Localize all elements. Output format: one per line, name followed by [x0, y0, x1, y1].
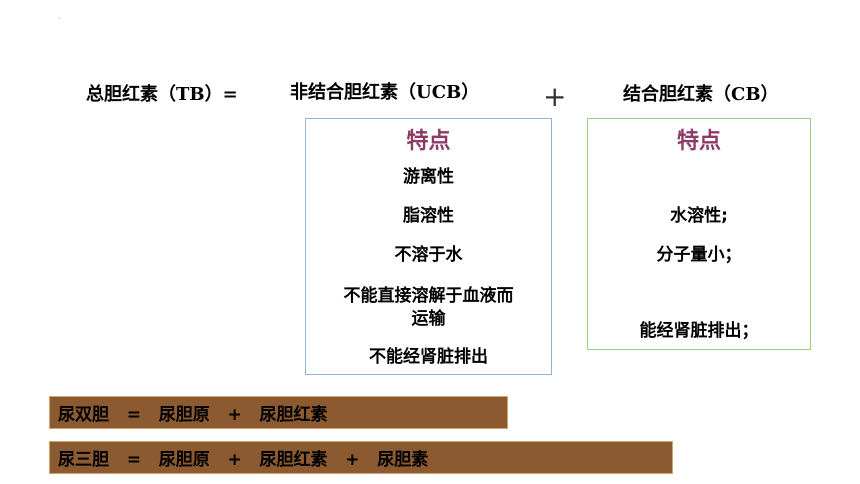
- ucb-feature-item: 不能经肾脏排出: [369, 347, 488, 367]
- ucb-feature-item: 脂溶性: [403, 206, 454, 226]
- urine-three-bile-bar: 尿三胆 = 尿胆原 + 尿胆红素 + 尿胆素: [49, 441, 673, 474]
- cb-features-title: 特点: [676, 129, 721, 154]
- ucb-features-box: 特点 游离性 脂溶性 不溶于水 不能直接溶解于血液而 运输 不能经肾脏排出: [305, 118, 552, 375]
- ucb-features-title: 特点: [406, 129, 451, 154]
- plus-sign: +: [543, 80, 567, 113]
- ucb-feature-item: 不能直接溶解于血液而: [343, 286, 514, 306]
- ucb-feature-item: 游离性: [403, 167, 454, 187]
- cb-feature-item: 水溶性;: [670, 206, 728, 226]
- total-bilirubin-label: 总胆红素（TB）=: [86, 84, 238, 105]
- cb-features-box: 特点 水溶性; 分子量小； 能经肾脏排出；: [587, 118, 811, 350]
- ucb-feature-item: 不溶于水: [394, 245, 463, 265]
- stray-dot: ·: [58, 14, 61, 23]
- ucb-label: 非结合胆红素（UCB）: [290, 82, 480, 103]
- ucb-feature-item: 运输: [411, 309, 446, 329]
- cb-feature-item: 分子量小；: [656, 245, 742, 265]
- urine-two-bile-bar: 尿双胆 = 尿胆原 + 尿胆红素: [49, 396, 508, 429]
- cb-label: 结合胆红素（CB）: [623, 84, 779, 105]
- cb-feature-item: 能经肾脏排出；: [639, 321, 759, 341]
